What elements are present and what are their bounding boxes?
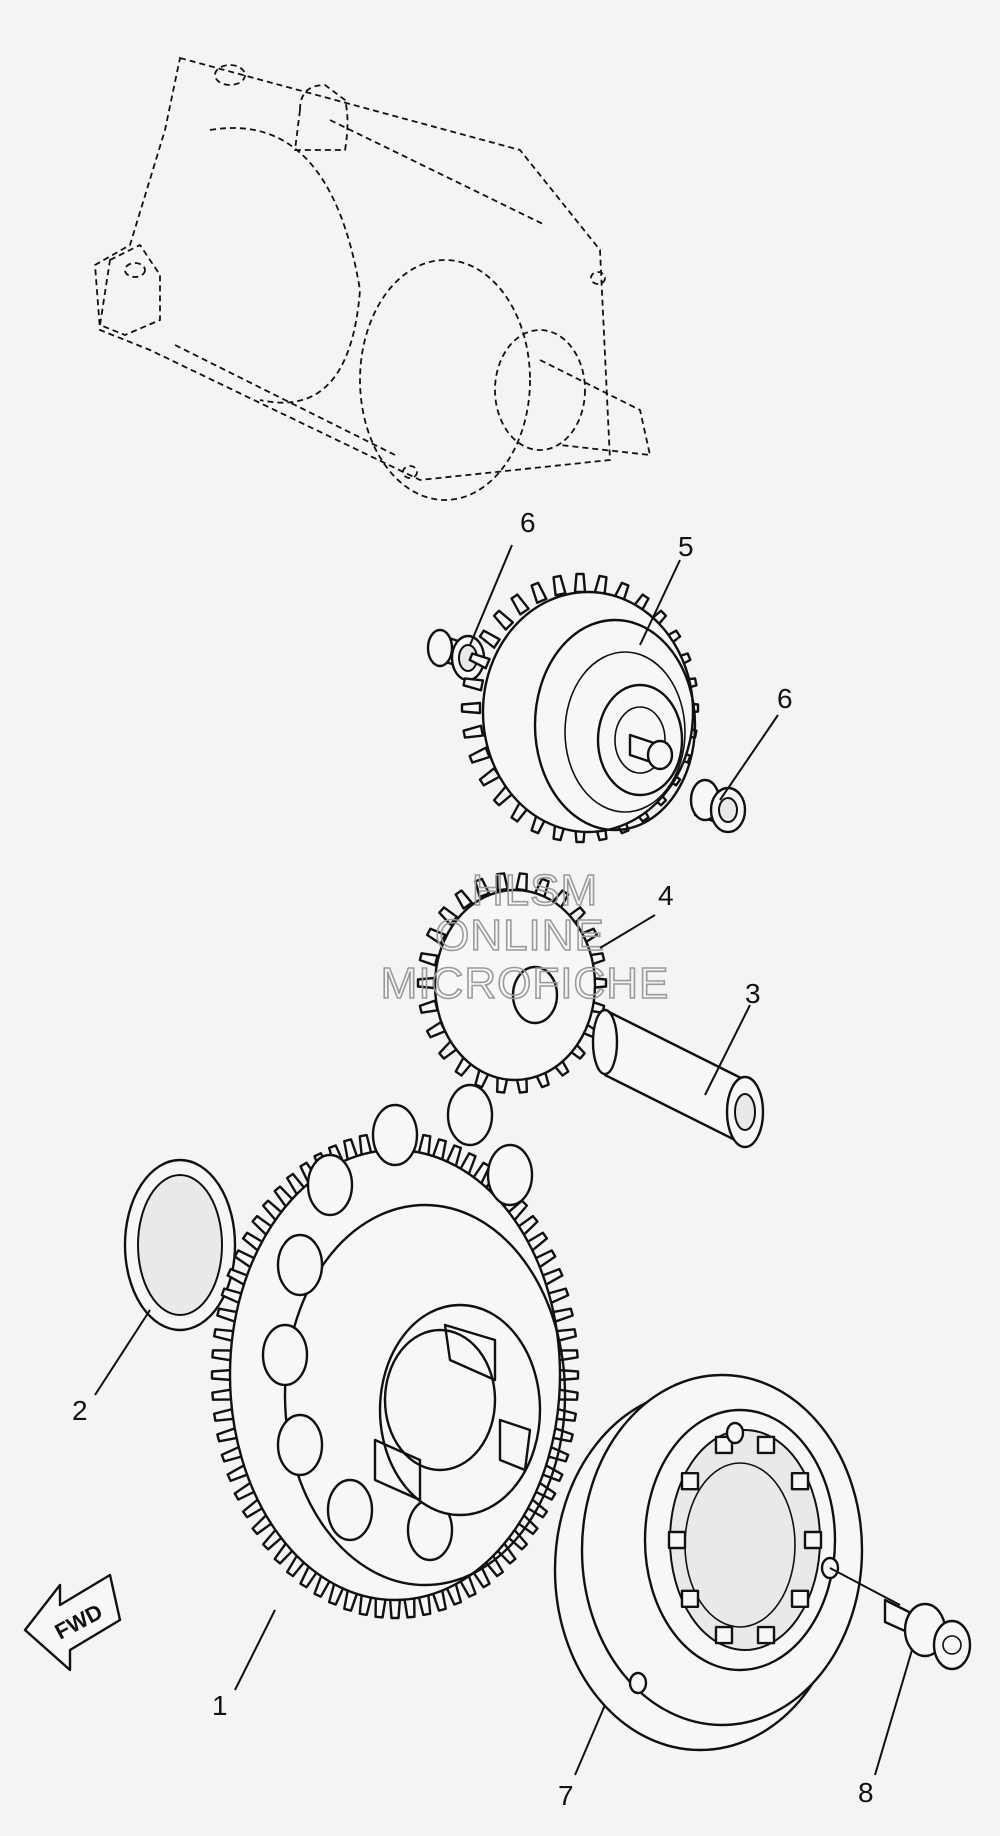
leader-lines	[94, 544, 913, 1776]
gear-tooth	[462, 724, 485, 739]
callout-8: 8	[858, 1777, 874, 1808]
clutch-roller	[680, 1589, 700, 1608]
shaft	[591, 1008, 765, 1149]
clutch-roller	[756, 1625, 776, 1645]
clutch-roller	[714, 1625, 734, 1645]
starter-motor	[94, 56, 652, 501]
watermark-line3: MICROFICHE	[381, 959, 670, 1008]
gear-tooth	[478, 629, 501, 649]
gear-tooth	[438, 906, 459, 926]
gear-tooth	[460, 701, 482, 715]
lightening-hole	[486, 1143, 534, 1207]
lightening-hole	[276, 1233, 324, 1297]
lightening-hole	[371, 1103, 419, 1167]
lightening-hole	[446, 1083, 494, 1147]
washer	[123, 1158, 237, 1332]
gear-tooth	[425, 927, 447, 945]
gear-tooth	[492, 609, 515, 631]
lightening-hole	[276, 1413, 324, 1477]
gear-tooth	[468, 652, 491, 670]
gear-tooth	[454, 889, 474, 910]
callout-6-upper: 6	[520, 507, 536, 538]
clutch-roller	[790, 1472, 810, 1491]
gear-large	[210, 1083, 580, 1620]
gear-tooth	[552, 574, 567, 597]
callouts: 6 5 6 4 3 2 1 7 8	[72, 507, 874, 1811]
idler-gear-small	[416, 872, 608, 1094]
gear-tooth	[462, 677, 485, 692]
clutch-roller	[756, 1435, 776, 1455]
gear-tooth	[418, 952, 439, 967]
fwd-arrow: FWD	[23, 1573, 122, 1672]
bearing-lower	[689, 778, 747, 834]
watermark-line2: ONLINE	[435, 911, 605, 960]
callout-3: 3	[745, 978, 761, 1009]
callout-4: 4	[658, 880, 674, 911]
callout-2: 2	[72, 1395, 88, 1426]
clutch-roller	[714, 1435, 734, 1455]
callout-6-lower: 6	[777, 683, 793, 714]
one-way-clutch	[553, 1373, 864, 1752]
clutch-roller	[667, 1530, 687, 1550]
callout-5: 5	[678, 531, 694, 562]
gear-tooth	[474, 877, 491, 899]
gear-tooth	[510, 593, 530, 616]
gear-tooth	[468, 746, 491, 764]
clutch-roller	[803, 1530, 823, 1550]
gear-tooth	[495, 872, 509, 892]
lightening-hole	[261, 1323, 309, 1387]
lightening-hole	[326, 1478, 374, 1542]
callout-1: 1	[212, 1690, 228, 1721]
clutch-roller	[790, 1589, 810, 1608]
idler-gear-large	[460, 572, 700, 844]
callout-7: 7	[558, 1780, 574, 1811]
gear-tooth	[573, 572, 587, 594]
gear-tooth	[530, 581, 548, 604]
lightening-hole	[306, 1153, 354, 1217]
watermark-line1: HLSM	[472, 866, 598, 915]
bolt	[829, 1567, 972, 1671]
watermark: HLSM ONLINE MICROFICHE	[380, 865, 670, 1009]
clutch-roller	[680, 1472, 700, 1491]
